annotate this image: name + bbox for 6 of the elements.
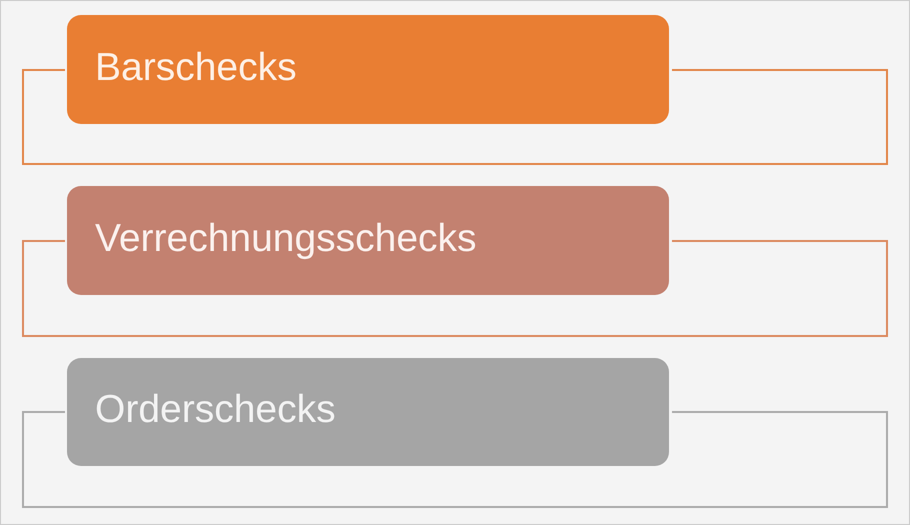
category-label: Verrechnungsschecks: [95, 216, 477, 262]
rounded-category-box: [67, 186, 669, 295]
category-label: Barschecks: [95, 46, 297, 90]
rounded-category-box: [67, 358, 669, 466]
category-label: Orderschecks: [95, 388, 336, 433]
rounded-category-box: [67, 15, 669, 124]
